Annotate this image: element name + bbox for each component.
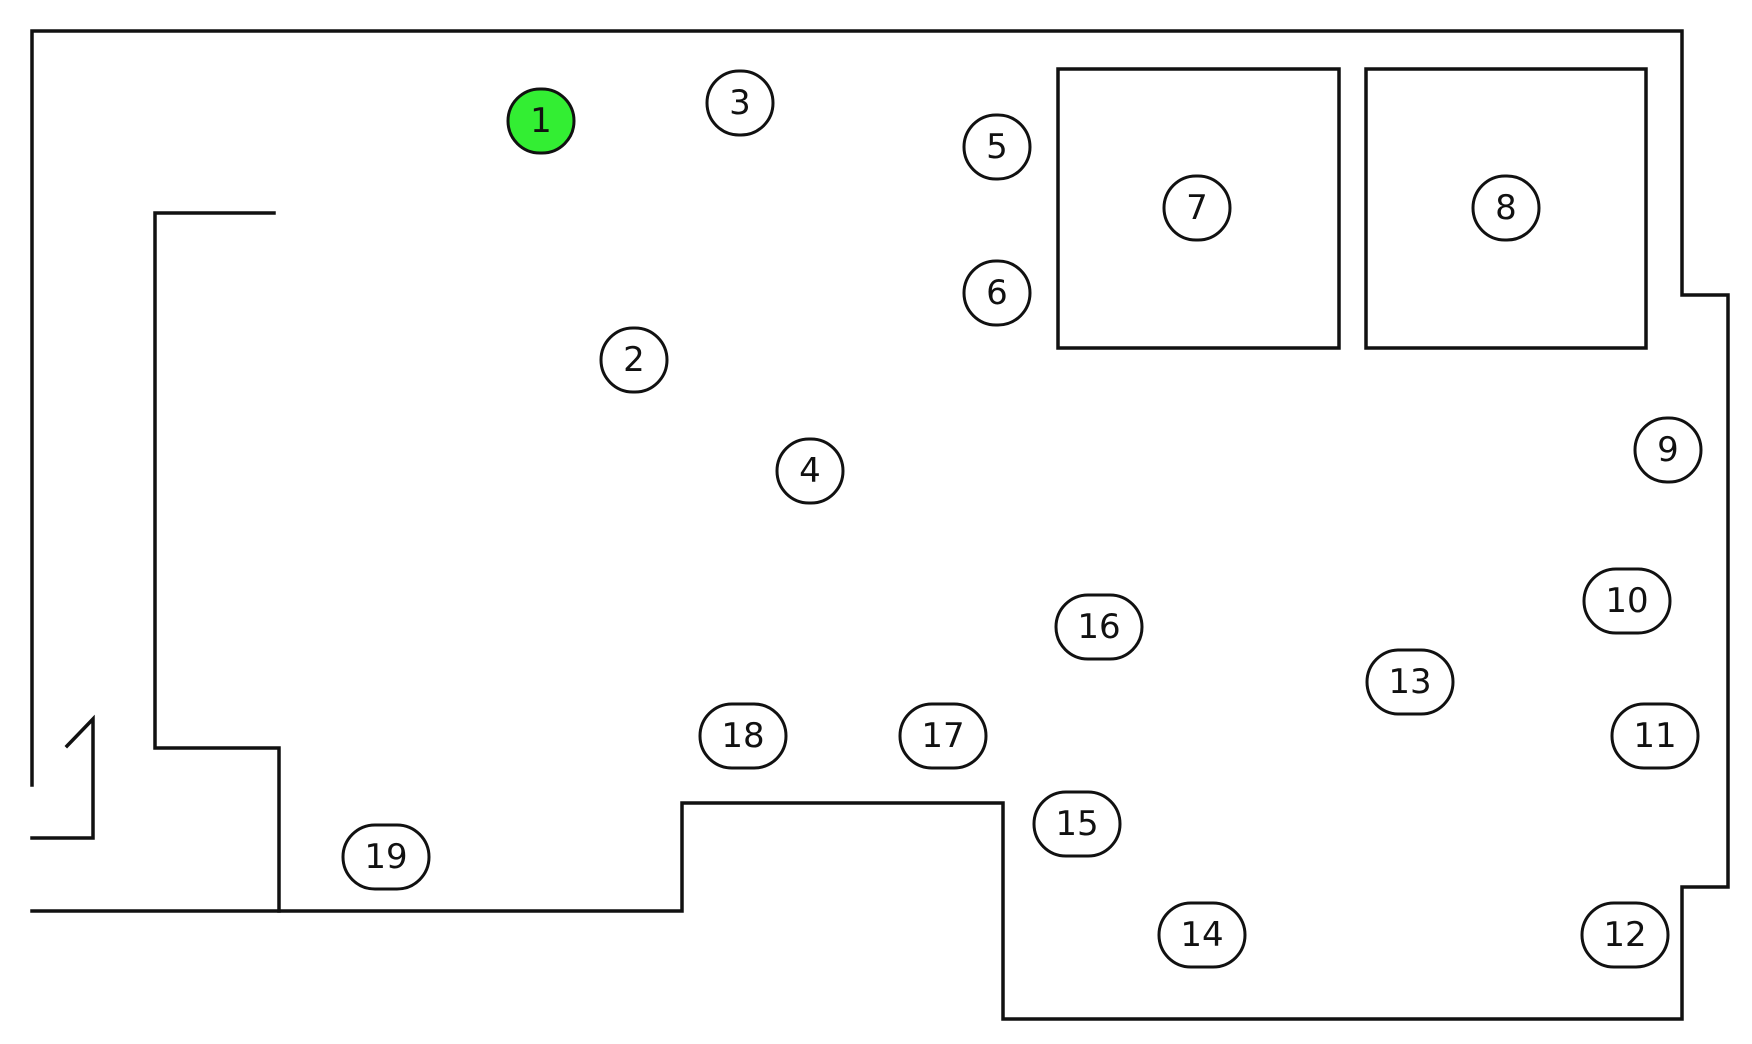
marker-7-badge [1162,174,1232,242]
walls [30,29,1730,1021]
marker-5-badge [962,113,1032,181]
marker-17: 17 [898,702,988,770]
marker-8-label: 8 [1495,188,1517,228]
marker-15: 15 [1032,790,1122,858]
marker-13: 13 [1365,648,1455,716]
marker-13-badge [1365,648,1455,716]
rooms [1056,67,1648,350]
marker-9: 9 [1633,416,1703,484]
marker-12: 12 [1580,901,1670,969]
marker-2-badge [599,326,669,394]
marker-3-label: 3 [729,83,751,123]
marker-10-badge [1582,567,1672,635]
room-box-7 [1056,67,1341,350]
marker-16: 16 [1054,593,1144,661]
marker-12-label: 12 [1603,915,1646,955]
marker-19-label: 19 [364,837,407,877]
marker-3: 3 [705,69,775,137]
marker-4-label: 4 [799,451,821,491]
marker-5: 5 [962,113,1032,181]
marker-14: 14 [1157,901,1247,969]
marker-17-badge [898,702,988,770]
marker-5-label: 5 [986,127,1008,167]
marker-16-badge [1054,593,1144,661]
marker-15-badge [1032,790,1122,858]
marker-19-badge [341,823,431,891]
inner-partition-wall [153,211,281,913]
marker-6-label: 6 [986,273,1008,313]
marker-17-label: 17 [921,716,964,756]
marker-11: 11 [1610,702,1700,770]
marker-18-badge [698,702,788,770]
marker-2-label: 2 [623,340,645,380]
marker-9-badge [1633,416,1703,484]
marker-7-label: 7 [1186,188,1208,228]
marker-18-label: 18 [721,716,764,756]
marker-8: 8 [1471,174,1541,242]
marker-19: 19 [341,823,431,891]
marker-13-label: 13 [1388,662,1431,702]
marker-9-label: 9 [1657,430,1679,470]
marker-7: 7 [1162,174,1232,242]
marker-11-label: 11 [1633,716,1676,756]
marker-14-label: 14 [1180,915,1223,955]
marker-3-badge [705,69,775,137]
marker-1: 1 [506,87,576,155]
marker-6: 6 [962,259,1032,327]
room-box-8 [1364,67,1648,350]
marker-4-badge [775,437,845,505]
marker-2: 2 [599,326,669,394]
marker-15-label: 15 [1055,804,1098,844]
marker-14-badge [1157,901,1247,969]
marker-1-badge [506,87,576,155]
marker-16-label: 16 [1077,607,1120,647]
marker-11-badge [1610,702,1700,770]
marker-12-badge [1580,901,1670,969]
stair-wall [30,714,95,840]
marker-4: 4 [775,437,845,505]
marker-18: 18 [698,702,788,770]
marker-6-badge [962,259,1032,327]
marker-10: 10 [1582,567,1672,635]
marker-8-badge [1471,174,1541,242]
marker-10-label: 10 [1605,581,1648,621]
marker-1-label: 1 [530,101,552,141]
outer-wall [30,29,1730,1021]
